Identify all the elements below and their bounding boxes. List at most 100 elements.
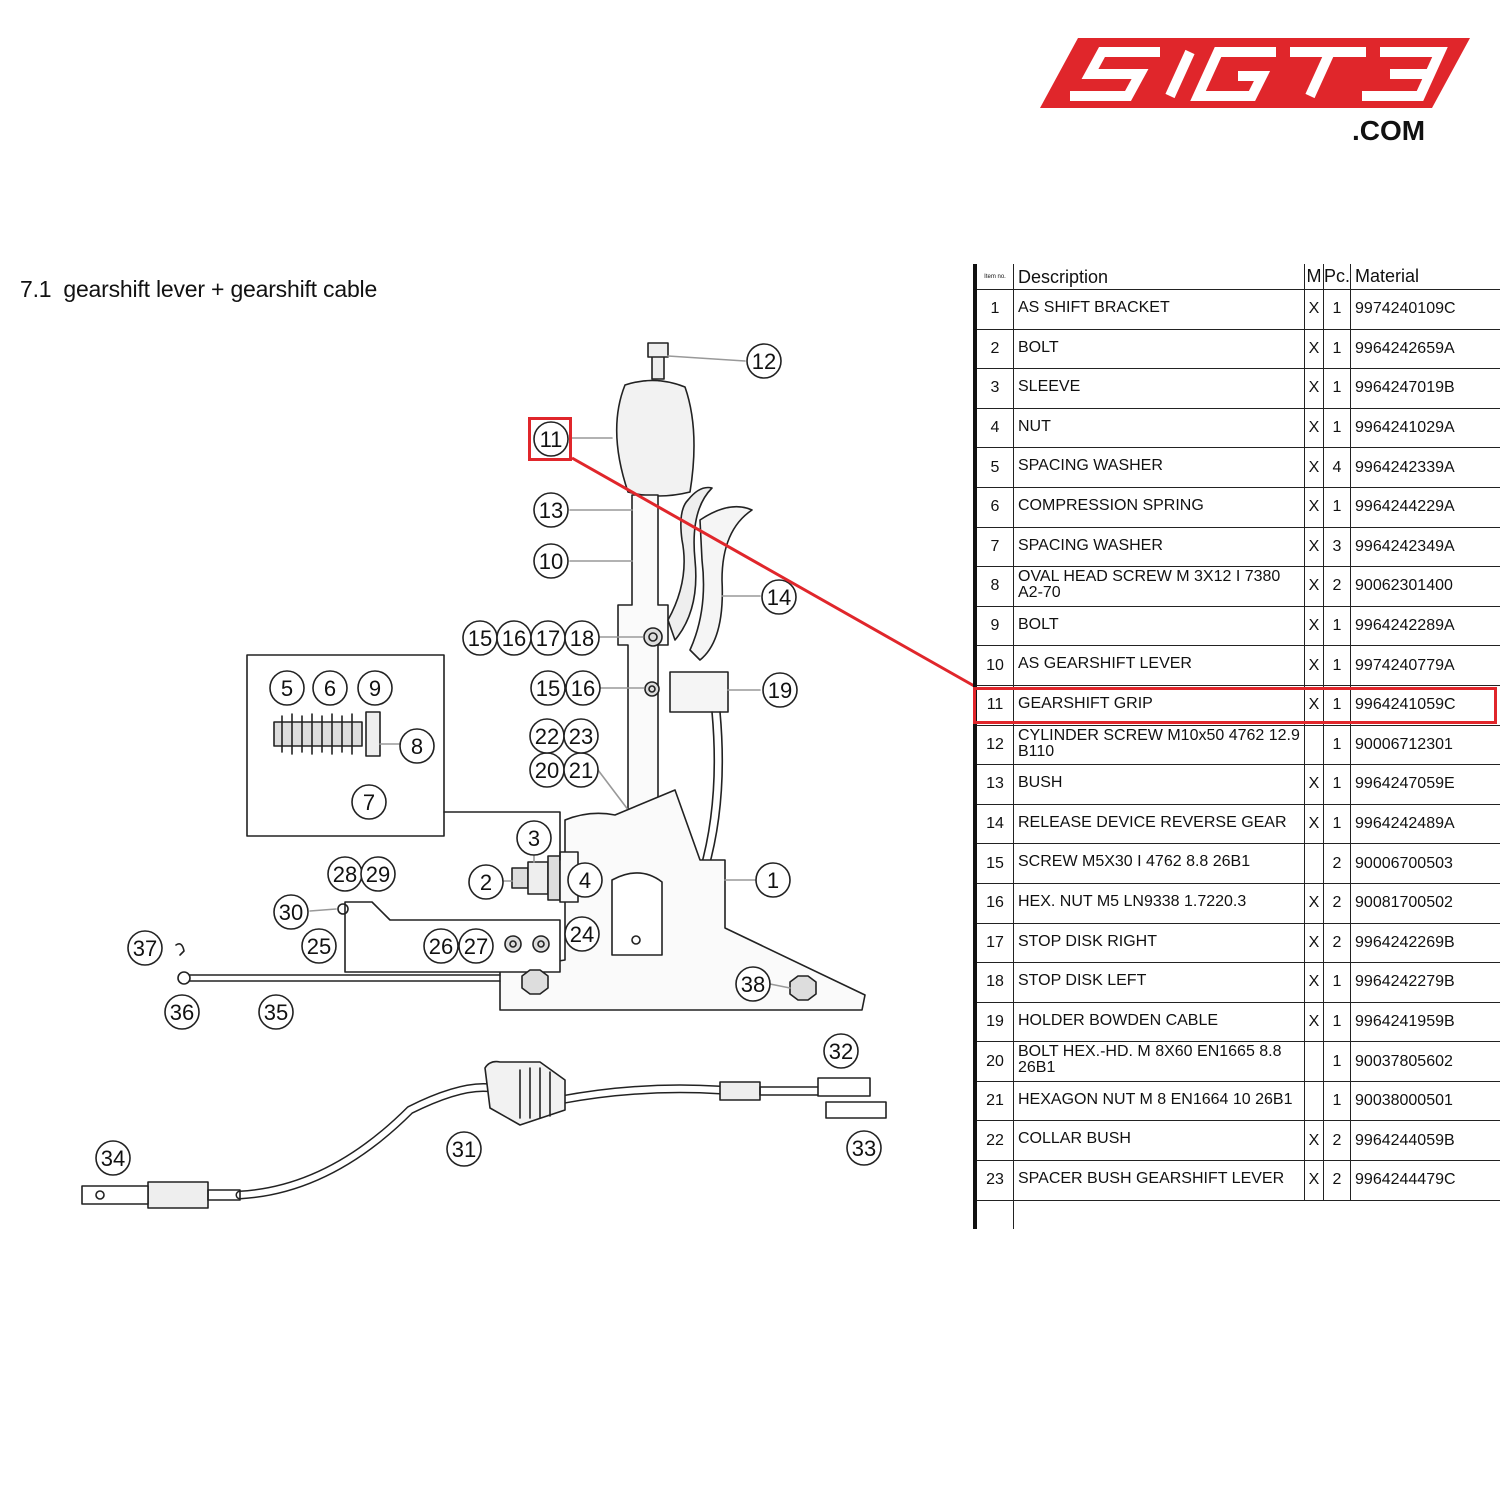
row-m: X <box>1304 804 1324 845</box>
callout-circle <box>567 862 603 898</box>
callout-label: 17 <box>536 626 560 651</box>
row-item-no: 15 <box>973 843 1014 884</box>
row-item-no: 20 <box>973 1041 1014 1082</box>
callout-circle <box>446 1131 482 1167</box>
row-pc: 1 <box>1323 804 1352 845</box>
row-pc: 1 <box>1323 329 1352 370</box>
table-header-row: Item no. Description M Pc. Material <box>973 264 1500 290</box>
callout-10: 10 <box>533 543 569 579</box>
row-description: BOLT <box>1013 606 1305 647</box>
row-description: HEX. NUT M5 LN9338 1.7220.3 <box>1013 883 1305 924</box>
callout-label: 1 <box>767 868 779 893</box>
row-item-no: 9 <box>973 606 1014 647</box>
callout-2: 2 <box>468 864 504 900</box>
row-material: 9964242279B <box>1350 962 1500 1003</box>
row-pc: 1 <box>1323 962 1352 1003</box>
row-m: X <box>1304 289 1324 330</box>
callout-circle <box>273 894 309 930</box>
callout-label: 10 <box>539 549 563 574</box>
callout-circle <box>846 1130 882 1166</box>
callout-circle <box>533 543 569 579</box>
callout-label: 31 <box>452 1137 476 1162</box>
callout-circle <box>564 916 600 952</box>
callout-circle <box>468 864 504 900</box>
row-item-no: 1 <box>973 289 1014 330</box>
row-item-no: 2 <box>973 329 1014 370</box>
callout-label: 25 <box>307 934 331 959</box>
callout-label: 38 <box>741 972 765 997</box>
row-m: X <box>1304 645 1324 686</box>
row-material: 9964242659A <box>1350 329 1500 370</box>
row-material: 9964241029A <box>1350 408 1500 449</box>
row-pc: 1 <box>1323 645 1352 686</box>
row-pc: 1 <box>1323 764 1352 805</box>
row-description: CYLINDER SCREW M10x50 4762 12.9 B110 <box>1013 725 1305 766</box>
callout-32: 32 <box>823 1033 859 1069</box>
callout-34: 34 <box>95 1140 131 1176</box>
callout-27: 27 <box>458 928 494 964</box>
row-description: SCREW M5X30 I 4762 8.8 26B1 <box>1013 843 1305 884</box>
header-item-no: Item no. <box>973 264 1014 290</box>
row-pc: 1 <box>1323 685 1352 726</box>
callout-circle <box>533 421 569 457</box>
callout-circle <box>755 862 791 898</box>
row-item-no: 19 <box>973 1002 1014 1043</box>
callout-label: 4 <box>579 868 591 893</box>
row-item-no: 23 <box>973 1160 1014 1201</box>
row-description: RELEASE DEVICE REVERSE GEAR <box>1013 804 1305 845</box>
row-item-no: 12 <box>973 725 1014 766</box>
highlight-callout-box <box>528 417 572 461</box>
filler-cell <box>1014 1200 1500 1229</box>
section-name: gearshift lever + gearshift cable <box>63 276 378 302</box>
callout-label: 28 <box>333 862 357 887</box>
callout-label: 12 <box>752 349 776 374</box>
callout-label: 13 <box>539 498 563 523</box>
callout-38: 38 <box>735 966 771 1002</box>
callout-label: 3 <box>528 826 540 851</box>
callout-label: 35 <box>264 1000 288 1025</box>
callout-label: 21 <box>569 758 593 783</box>
callout-23: 23 <box>563 718 599 754</box>
callout-36: 36 <box>164 994 200 1030</box>
callout-11: 11 <box>533 421 569 457</box>
row-item-no: 6 <box>973 487 1014 528</box>
logo-suffix: .COM <box>1352 115 1425 146</box>
row-pc: 1 <box>1323 289 1352 330</box>
row-material: 9964241959B <box>1350 1002 1500 1043</box>
row-pc: 2 <box>1323 883 1352 924</box>
callout-14: 14 <box>761 579 797 615</box>
row-item-no: 21 <box>973 1081 1014 1122</box>
callout-24: 24 <box>564 916 600 952</box>
row-pc: 1 <box>1323 1081 1352 1122</box>
callout-label: 18 <box>570 626 594 651</box>
row-m <box>1304 725 1324 766</box>
callout-label: 23 <box>569 724 593 749</box>
callout-6: 6 <box>312 670 348 706</box>
callout-19: 19 <box>762 672 798 708</box>
row-material: 9974240779A <box>1350 645 1500 686</box>
callout-label: 29 <box>366 862 390 887</box>
row-item-no: 8 <box>973 566 1014 607</box>
table-filler-row <box>973 1200 1500 1229</box>
row-m: X <box>1304 685 1324 726</box>
row-pc: 2 <box>1323 923 1352 964</box>
callout-circle <box>533 492 569 528</box>
callout-29: 29 <box>360 856 396 892</box>
callout-16: 16 <box>496 620 532 656</box>
row-item-no: 16 <box>973 883 1014 924</box>
